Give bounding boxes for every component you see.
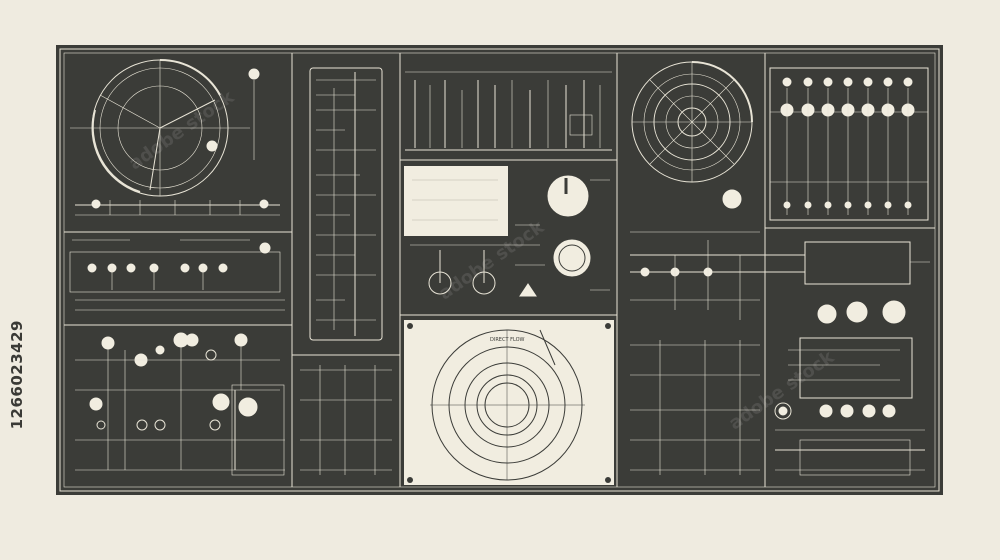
control-cluster-center — [404, 166, 610, 297]
bar-meters-center-top — [405, 71, 612, 151]
radar-inset: DIRECT FLOW — [404, 320, 614, 485]
circuit-right-bottom — [630, 337, 925, 476]
inset-caption: DIRECT FLOW — [490, 337, 525, 343]
switch-row-left — [69, 239, 285, 311]
circular-gauge-top-left — [70, 58, 280, 216]
display-screen — [404, 166, 508, 236]
dial-knob — [547, 175, 589, 217]
circuit-bottom-left — [75, 332, 285, 476]
circuit-right-middle — [630, 231, 930, 324]
radial-gauge-right — [631, 61, 753, 209]
slider-bank — [769, 67, 929, 221]
ladder-column — [300, 67, 392, 475]
